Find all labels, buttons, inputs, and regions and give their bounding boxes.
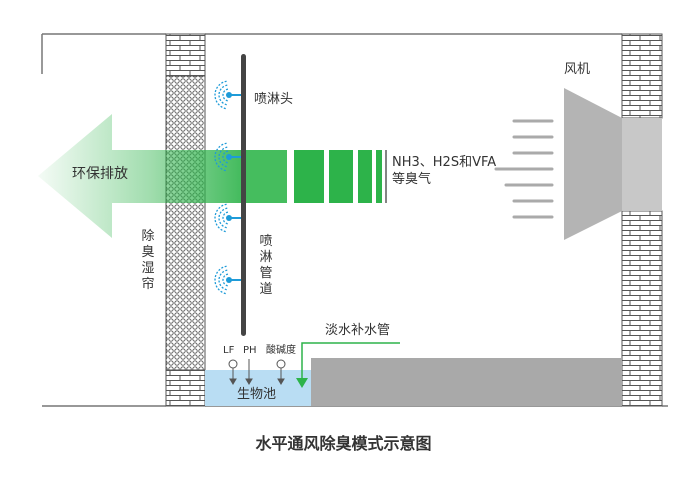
spray-pipe xyxy=(241,54,246,336)
water-arrowhead xyxy=(296,378,308,388)
exhaust-arrow xyxy=(38,114,243,238)
airflow-lines xyxy=(494,119,554,219)
spray-nozzle-icon xyxy=(214,142,241,172)
odor-flow-bands xyxy=(243,150,382,203)
water-supply-pipe xyxy=(301,342,400,383)
odor-label-line1: NH3、H2S和VFA xyxy=(392,155,497,170)
exhaust-label: 环保排放 xyxy=(72,166,128,182)
curtain-label: 除臭湿帘 xyxy=(141,229,155,292)
water-supply-label: 淡水补水管 xyxy=(325,323,391,338)
spray-nozzles xyxy=(214,80,241,295)
biological-pool xyxy=(205,370,311,406)
spray-nozzle-icon xyxy=(214,265,241,295)
right-brick-wall xyxy=(621,33,663,407)
acidity-label: 酸碱度 xyxy=(266,345,296,356)
fan xyxy=(564,88,662,240)
nozzle-label: 喷淋头 xyxy=(254,92,294,107)
pipe-label: 喷淋管道 xyxy=(259,234,273,297)
spray-nozzle-icon xyxy=(214,203,241,233)
spray-nozzle-icon xyxy=(214,80,241,110)
pool-label: 生物池 xyxy=(237,387,277,402)
deodorizing-wet-curtain xyxy=(165,75,206,371)
diagram-caption: 水平通风除臭模式示意图 xyxy=(255,434,432,453)
odor-label-line2: 等臭气 xyxy=(392,172,432,187)
sensors xyxy=(228,359,286,385)
gray-platform xyxy=(311,358,622,406)
lf-label: LF xyxy=(223,345,235,356)
ph-label: PH xyxy=(243,345,257,356)
fan-label: 风机 xyxy=(564,62,591,77)
